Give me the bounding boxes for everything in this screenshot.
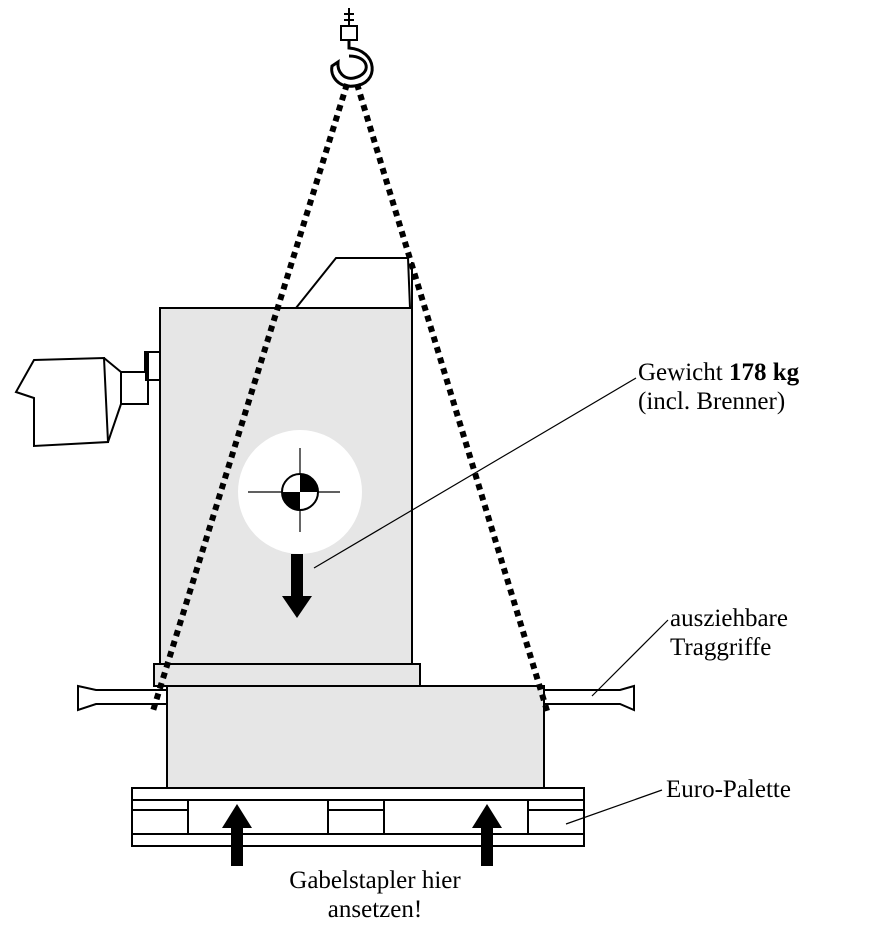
burner: [14, 351, 161, 448]
up-arrow-icon: [222, 804, 252, 866]
burner-flange: [147, 351, 161, 381]
handles-label-line1: ausziehbare: [670, 605, 788, 632]
down-arrow-icon: [282, 554, 312, 618]
forklift-label-line1: Gabelstapler hier: [289, 867, 461, 894]
boiler-base: [166, 685, 545, 789]
pallet-label: Euro-Palette: [666, 776, 791, 803]
handles-label: ausziehbare Traggriffe: [670, 604, 788, 662]
handles-label-line2: Traggriffe: [670, 634, 772, 661]
leader-line: [313, 377, 669, 825]
forklift-label: Gabelstapler hier ansetzen!: [250, 866, 500, 924]
weight-label-prefix: Gewicht: [638, 359, 723, 386]
euro-pallet: [131, 787, 585, 847]
weight-note: (incl. Brenner): [638, 388, 786, 415]
forklift-label-line2: ansetzen!: [327, 896, 423, 923]
carrying-handle-right: [543, 684, 635, 712]
weight-value: 178 kg: [728, 359, 800, 386]
up-arrow-icon: [472, 804, 502, 866]
crane-hook-icon: [330, 8, 374, 88]
center-of-gravity-icon: [238, 430, 362, 554]
weight-label: Gewicht 178 kg (incl. Brenner): [638, 358, 799, 416]
carrying-handle-left: [77, 684, 168, 712]
